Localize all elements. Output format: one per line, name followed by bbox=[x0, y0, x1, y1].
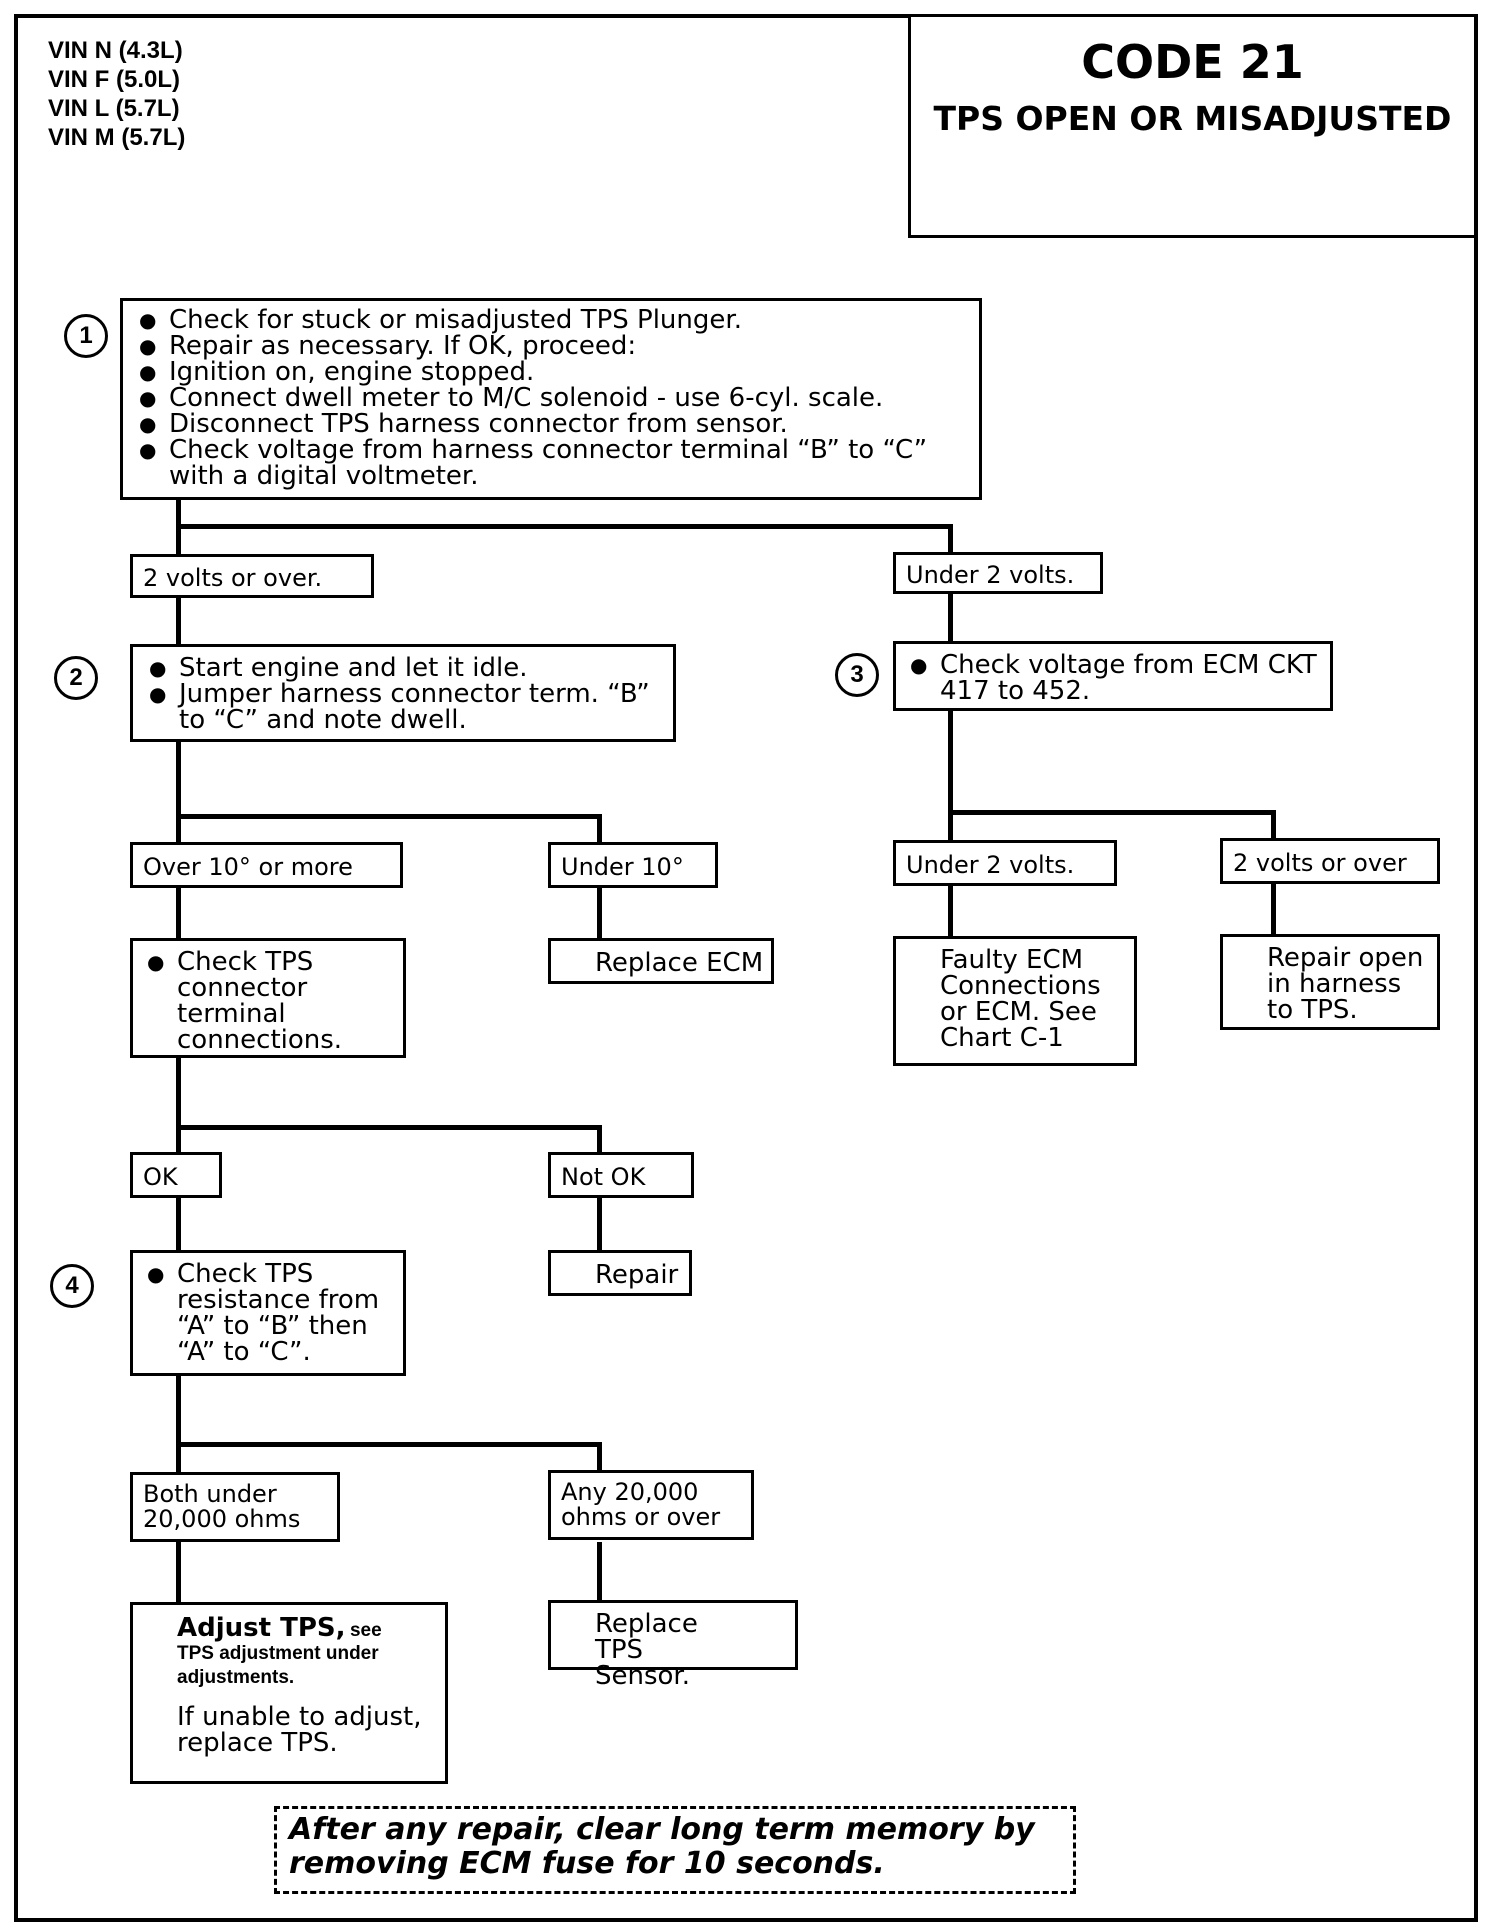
step1-box: Check for stuck or misadjusted TPS Plung… bbox=[120, 298, 982, 500]
step1-item: Check for stuck or misadjusted TPS Plung… bbox=[133, 307, 969, 333]
replace-tps-box: Replace TPS Sensor. bbox=[548, 1600, 798, 1689]
step-number-4: 4 bbox=[50, 1264, 94, 1308]
vin-list: VIN N (4.3L) VIN F (5.0L) VIN L (5.7L) V… bbox=[48, 36, 185, 152]
label-any-20000-or-over: Any 20,000 ohms or over bbox=[548, 1470, 754, 1540]
vin-line: VIN F (5.0L) bbox=[48, 66, 181, 93]
repair-box: Repair bbox=[548, 1250, 692, 1296]
step2-box: Start engine and let it idle. Jumper har… bbox=[130, 644, 676, 742]
replace-ecm-box: Replace ECM bbox=[548, 938, 774, 984]
step3-item: Check voltage from ECM CKT 417 to 452. bbox=[904, 652, 1322, 704]
repair-open-harness-box: Repair open in harness to TPS. bbox=[1220, 934, 1440, 1030]
connector-line bbox=[176, 1125, 602, 1130]
label-ok: OK bbox=[130, 1152, 222, 1198]
code-header-box: CODE 21 TPS OPEN OR MISADJUSTED bbox=[908, 14, 1478, 238]
label-over-10-degrees: Over 10° or more bbox=[130, 842, 403, 888]
connector-line bbox=[948, 810, 1276, 815]
label-not-ok: Not OK bbox=[548, 1152, 694, 1198]
connector-line bbox=[176, 886, 181, 940]
code-subtitle: TPS OPEN OR MISADJUSTED bbox=[933, 99, 1452, 138]
check-tps-connector-text: Check TPS connector terminal connections… bbox=[141, 949, 397, 1053]
step1-item: Disconnect TPS harness connector from se… bbox=[133, 411, 969, 437]
connector-line bbox=[597, 1442, 602, 1472]
step2-item: Start engine and let it idle. bbox=[143, 655, 663, 681]
connector-line bbox=[176, 1376, 181, 1472]
step-number-3: 3 bbox=[835, 653, 879, 697]
label-under-2-volts-ecm: Under 2 volts. bbox=[893, 840, 1117, 886]
connector-line bbox=[176, 596, 181, 644]
label-2-volts-or-over: 2 volts or over. bbox=[130, 554, 374, 598]
connector-line bbox=[597, 1198, 602, 1252]
step1-item: Check voltage from harness connector ter… bbox=[133, 437, 969, 489]
vin-line: VIN M (5.7L) bbox=[48, 124, 186, 151]
connector-line bbox=[948, 524, 953, 554]
label-both-under-20000: Both under 20,000 ohms bbox=[130, 1472, 340, 1542]
step-number-2: 2 bbox=[54, 656, 98, 700]
label-under-2-volts: Under 2 volts. bbox=[893, 552, 1103, 594]
vin-line: VIN N (4.3L) bbox=[48, 37, 183, 64]
connector-line bbox=[597, 1542, 602, 1602]
step4-item: Check TPS resistance from “A” to “B” the… bbox=[141, 1261, 393, 1365]
label-2-volts-or-over-ecm: 2 volts or over bbox=[1220, 838, 1440, 884]
vin-line: VIN L (5.7L) bbox=[48, 95, 180, 122]
connector-line bbox=[176, 1542, 181, 1602]
faulty-ecm-box: Faulty ECM Connections or ECM. See Chart… bbox=[893, 936, 1137, 1066]
connector-line bbox=[1271, 810, 1276, 840]
step4-box: Check TPS resistance from “A” to “B” the… bbox=[130, 1250, 406, 1376]
page-frame bbox=[14, 14, 1478, 1922]
connector-line bbox=[176, 524, 952, 529]
check-tps-connector-box: Check TPS connector terminal connections… bbox=[130, 938, 406, 1058]
connector-line bbox=[597, 1125, 602, 1152]
connector-line bbox=[176, 814, 602, 819]
adjust-tps-see: see bbox=[349, 1620, 382, 1641]
adjust-tps-fallback: If unable to adjust, replace TPS. bbox=[177, 1702, 422, 1758]
footer-note: After any repair, clear long term memory… bbox=[274, 1806, 1076, 1894]
connector-line bbox=[176, 1198, 181, 1252]
adjust-tps-note: TPS adjustment under adjustments. bbox=[177, 1643, 379, 1688]
connector-line bbox=[597, 814, 602, 844]
adjust-tps-box: Adjust TPS, see TPS adjustment under adj… bbox=[130, 1602, 448, 1784]
connector-line bbox=[176, 1058, 181, 1152]
connector-line bbox=[176, 1442, 602, 1447]
label-under-10-degrees: Under 10° bbox=[548, 842, 718, 888]
step3-box: Check voltage from ECM CKT 417 to 452. bbox=[893, 641, 1333, 711]
code-title: CODE 21 bbox=[1081, 35, 1304, 89]
step1-item: Repair as necessary. If OK, proceed: bbox=[133, 333, 969, 359]
connector-line bbox=[948, 592, 953, 642]
connector-line bbox=[1271, 884, 1276, 936]
connector-line bbox=[948, 710, 953, 842]
connector-line bbox=[948, 886, 953, 938]
step1-item: Connect dwell meter to M/C solenoid - us… bbox=[133, 385, 969, 411]
adjust-tps-title: Adjust TPS, bbox=[177, 1613, 346, 1643]
connector-line bbox=[597, 888, 602, 940]
step1-item: Ignition on, engine stopped. bbox=[133, 359, 969, 385]
connector-line bbox=[176, 740, 181, 844]
step2-item: Jumper harness connector term. “B” to “C… bbox=[143, 681, 663, 733]
step-number-1: 1 bbox=[64, 314, 108, 358]
